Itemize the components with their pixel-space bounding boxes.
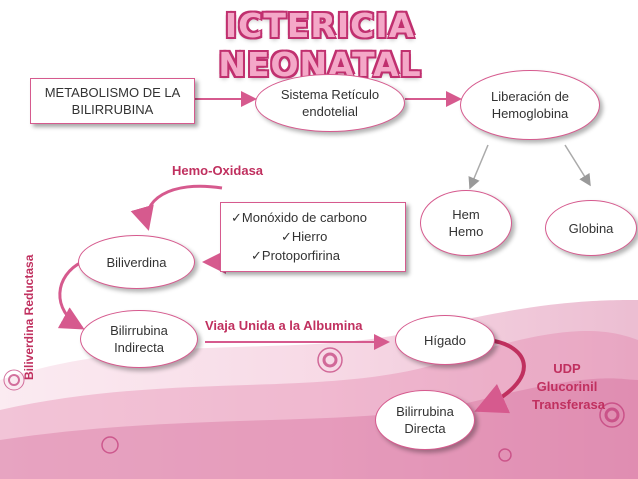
product-item: ✓Hierro xyxy=(281,229,328,244)
node-sistema-reticulo: Sistema Retículo endotelial xyxy=(255,74,405,132)
product-label: Hierro xyxy=(291,229,328,244)
product-label: Protoporfirina xyxy=(261,248,340,263)
node-liberacion-hemoglobina: Liberación de Hemoglobina xyxy=(460,70,600,140)
product-item: ✓Protoporfirina xyxy=(251,248,340,263)
node-higado: Hígado xyxy=(395,315,495,365)
label-viaja-albumina: Viaja Unida a la Albumina xyxy=(205,318,363,333)
node-hem: Hem Hemo xyxy=(420,190,512,256)
node-bilirrubina-indirecta: Bilirrubina Indirecta xyxy=(80,310,198,368)
products-list: ✓Monóxido de carbono ✓Hierro ✓Protoporfi… xyxy=(220,202,406,272)
label-biliverdina-reductasa: Biliverdina Reductasa xyxy=(22,254,36,380)
node-biliverdina: Biliverdina xyxy=(78,235,195,289)
label-udp-glucorinil: UDP Glucorinil Transferasa xyxy=(532,361,605,412)
node-bilirrubina-directa: Bilirrubina Directa xyxy=(375,390,475,450)
label-hemo-oxidasa: Hemo-Oxidasa xyxy=(172,163,264,178)
product-label: Monóxido de carbono xyxy=(241,210,367,225)
node-metabolismo: METABOLISMO DE LA BILIRRUBINA xyxy=(30,78,195,124)
node-globina: Globina xyxy=(545,200,637,256)
product-item: ✓Monóxido de carbono xyxy=(231,210,367,225)
page-title: ICTERICIA NEONATAL xyxy=(218,6,422,84)
